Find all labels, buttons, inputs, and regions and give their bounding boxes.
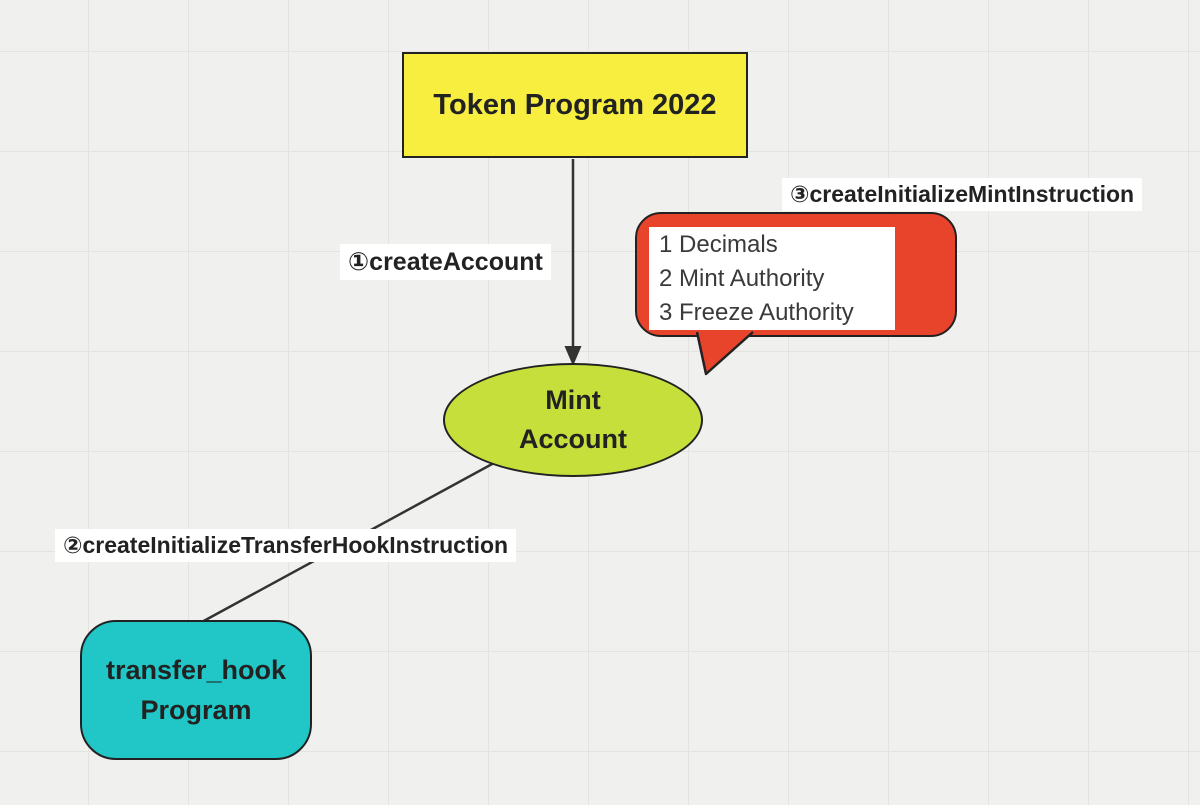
callout-bubble: 1 Decimals 2 Mint Authority 3 Freeze Aut… [635, 212, 957, 337]
edge-label-create-initialize-transfer-hook: ②createInitializeTransferHookInstruction [55, 529, 517, 562]
callout-item-freeze-authority: 3 Freeze Authority [659, 298, 854, 326]
node-token-program-label: Token Program 2022 [433, 88, 717, 121]
callout-item-decimals: 1 Decimals [659, 230, 778, 258]
edge-label-create-initialize-mint: ③createInitializeMintInstruction [782, 178, 1143, 211]
node-mint-account-label-line1: Mint [545, 385, 601, 415]
node-mint-account-label-line2: Account [519, 424, 627, 454]
node-transfer-hook-program: transfer_hook Program [80, 620, 312, 760]
node-token-program: Token Program 2022 [402, 52, 748, 158]
node-transfer-hook-label-line2: Program [140, 695, 252, 725]
arrowhead-icon [564, 346, 582, 366]
callout-tail-shape [695, 331, 754, 376]
node-transfer-hook-label-line1: transfer_hook [105, 655, 287, 685]
callout-panel: 1 Decimals 2 Mint Authority 3 Freeze Aut… [649, 227, 895, 330]
callout-item-mint-authority: 2 Mint Authority [659, 264, 825, 292]
edge-label-create-account: ①createAccount [340, 244, 551, 280]
node-mint-account: Mint Account [443, 363, 703, 477]
